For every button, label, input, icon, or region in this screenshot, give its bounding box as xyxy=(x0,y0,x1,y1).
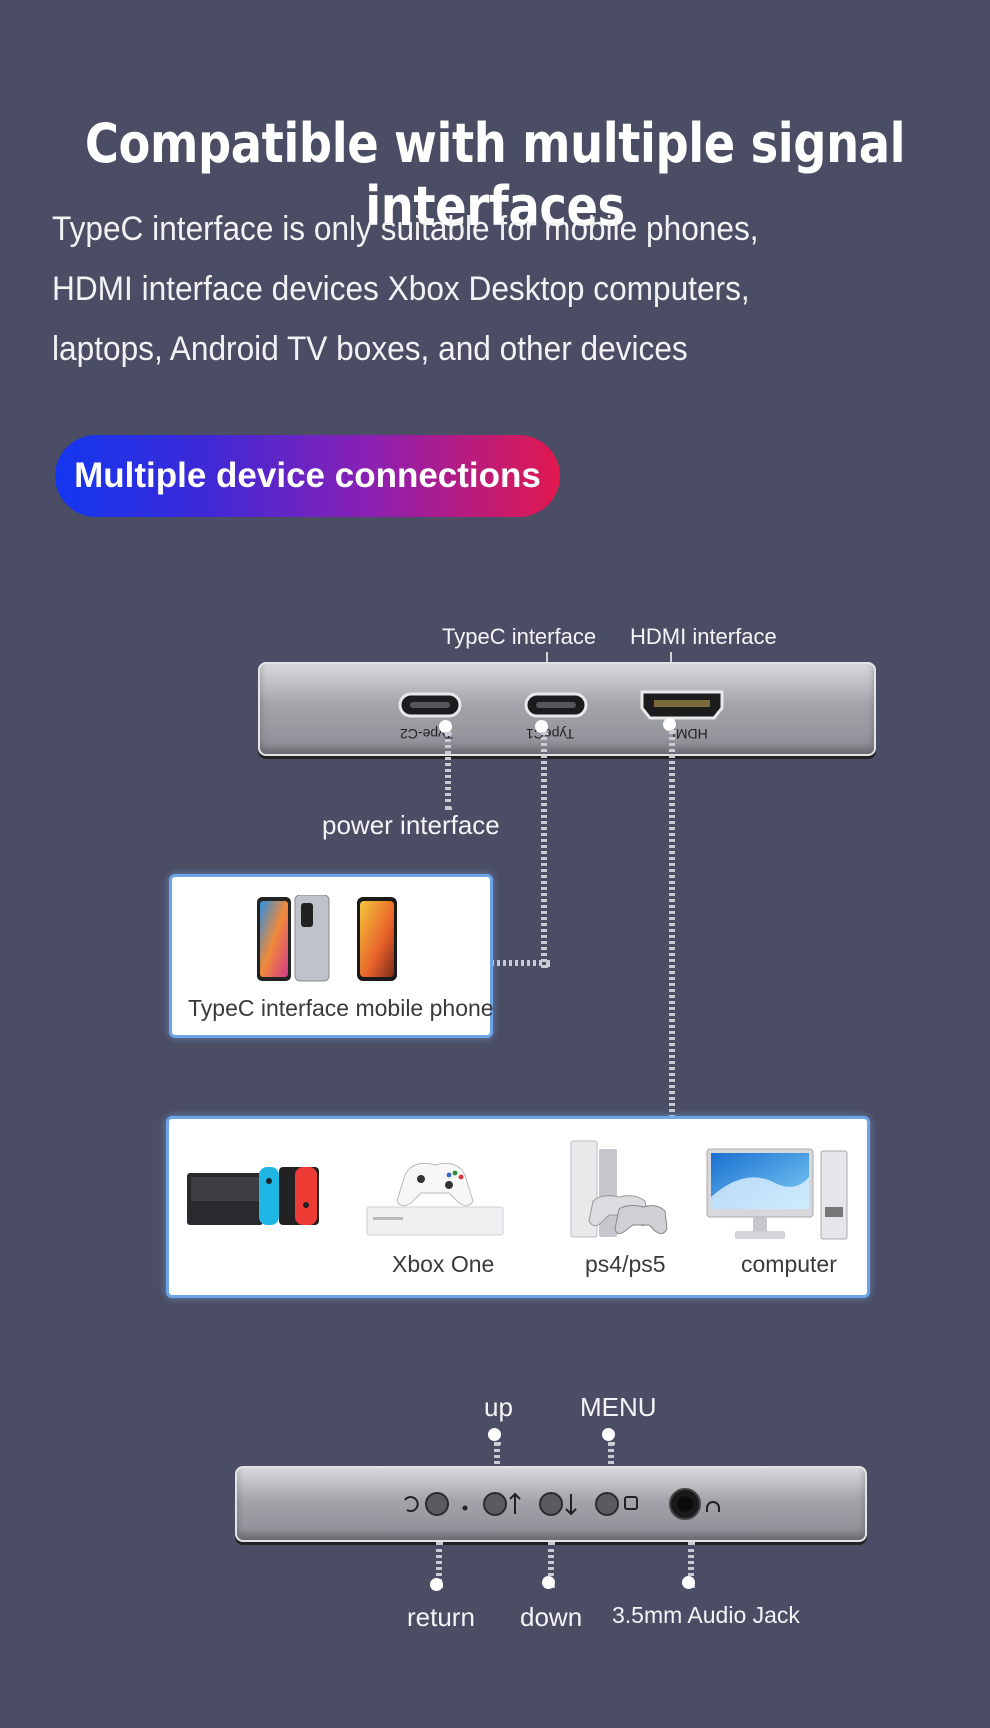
description-line-3: laptops, Android TV boxes, and other dev… xyxy=(52,330,688,368)
audio-jack xyxy=(669,1488,720,1520)
hdmi-port xyxy=(640,690,724,720)
menu-dot xyxy=(602,1428,615,1441)
power-wire xyxy=(445,732,451,810)
down-button xyxy=(539,1492,577,1516)
port-marking-typec1: TypeC1 xyxy=(526,726,575,742)
hdmi-interface-label: HDMI interface xyxy=(630,624,777,649)
button-panel-graphic xyxy=(404,1488,720,1520)
device-card: Xbox One ps4/ps5 computer xyxy=(166,1116,870,1298)
return-dot xyxy=(430,1578,443,1591)
power-port-dot xyxy=(439,720,452,733)
typec-port-1 xyxy=(524,692,588,718)
section-pill-label: Multiple device connections xyxy=(74,456,541,495)
nintendo-switch-icon xyxy=(187,1167,319,1225)
menu-label: MENU xyxy=(580,1392,657,1422)
up-dot xyxy=(488,1428,501,1441)
typec-wire-horizontal xyxy=(490,960,550,966)
up-label: up xyxy=(484,1392,513,1422)
playstation-icon xyxy=(570,1140,668,1238)
hdmi-wire xyxy=(669,730,675,1126)
return-label: return xyxy=(407,1602,475,1632)
typec-wire-vertical xyxy=(541,732,547,968)
desktop-computer-icon xyxy=(706,1148,848,1240)
xbox-one-label: Xbox One xyxy=(392,1251,495,1277)
port-panel-graphic xyxy=(398,690,724,720)
page-title: Compatible with multiple signal interfac… xyxy=(84,112,906,238)
down-label: down xyxy=(520,1602,583,1632)
phone-card: TypeC interface mobile phone xyxy=(169,874,494,1038)
description-line-1: TypeC interface is only suitable for mob… xyxy=(52,210,759,248)
up-button xyxy=(483,1492,521,1516)
phone-card-label: TypeC interface mobile phone xyxy=(188,995,494,1021)
section-pill: Multiple device connections xyxy=(55,435,560,517)
port-marking-hdmi: HDMI xyxy=(672,726,708,742)
port-panel: Type-C2 TypeC1 HDMI xyxy=(258,662,876,756)
typec-port-dot xyxy=(535,720,548,733)
menu-button xyxy=(595,1492,638,1516)
audio-dot xyxy=(682,1576,695,1589)
ps4-ps5-label: ps4/ps5 xyxy=(585,1251,666,1277)
xbox-one-icon xyxy=(366,1162,504,1236)
audio-jack-label: 3.5mm Audio Jack xyxy=(612,1602,800,1628)
description-line-2: HDMI interface devices Xbox Desktop comp… xyxy=(52,270,750,308)
computer-label: computer xyxy=(741,1251,837,1277)
indicator-led xyxy=(462,1505,468,1511)
typec-port-2 xyxy=(398,692,462,718)
down-dot xyxy=(542,1576,555,1589)
return-button xyxy=(404,1492,449,1516)
typec-interface-label: TypeC interface xyxy=(442,624,597,649)
mobile-phone-icon xyxy=(257,895,397,982)
button-panel xyxy=(235,1466,867,1542)
power-interface-label: power interface xyxy=(322,810,500,840)
hdmi-port-dot xyxy=(663,718,676,731)
